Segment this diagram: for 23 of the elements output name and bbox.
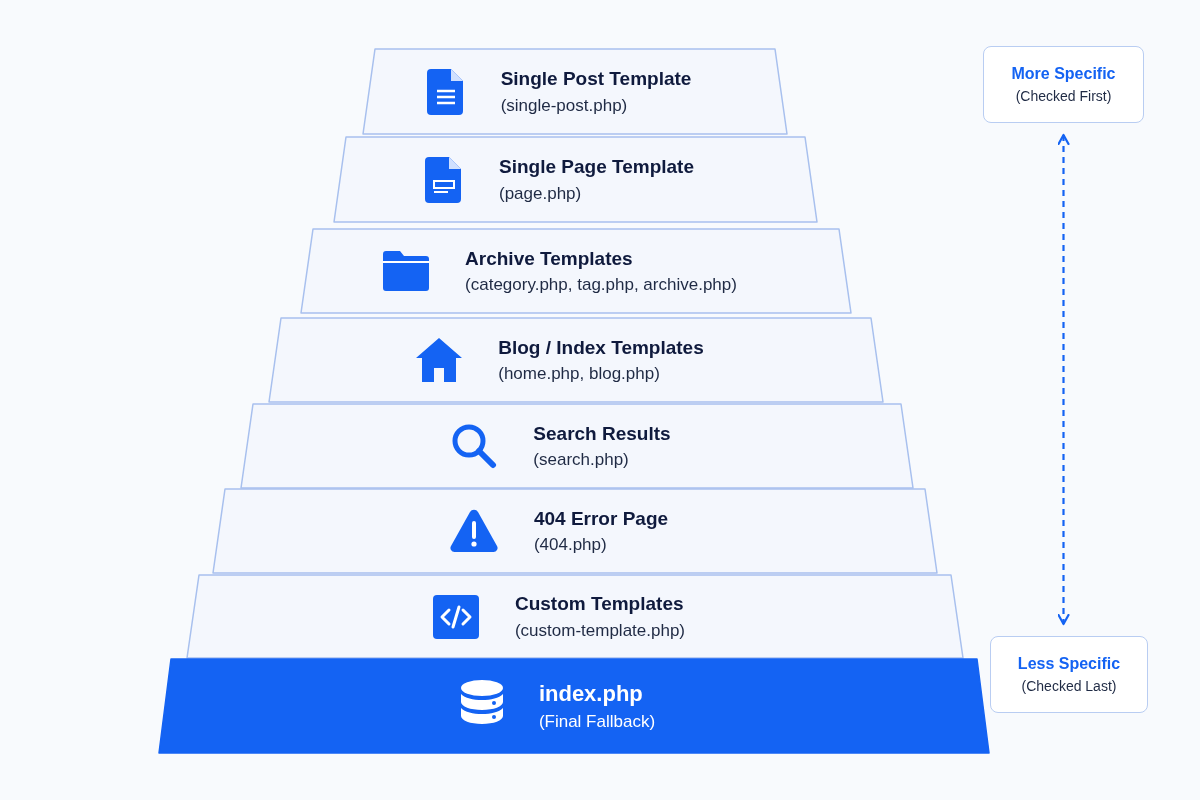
tier-title: Custom Templates: [514, 592, 685, 616]
file-name: (category.php, tag.php, archive.php): [465, 274, 737, 296]
file-name: (Final Fallback): [538, 711, 656, 733]
tier-title: Single Page Template: [499, 155, 694, 179]
file-name: (page.php): [499, 182, 583, 204]
tier-title: index.php: [538, 679, 644, 708]
tier-title: Search Results: [533, 421, 671, 446]
callout-note: (Checked First): [1015, 87, 1112, 106]
tier-title: Archive Templates: [465, 246, 634, 271]
callout-box: [983, 46, 1144, 123]
double-arrow: [1057, 133, 1070, 626]
callout-note: (Checked Last): [1021, 677, 1117, 696]
file-name: (home.php, blog.php): [498, 363, 661, 385]
tier-title: Single Post Template: [500, 67, 692, 91]
callout-title: More Specific: [1011, 63, 1116, 84]
callout-box: [990, 636, 1148, 713]
file-name: (single-post.php): [500, 94, 629, 116]
callout-title: Less Specific: [1017, 653, 1121, 674]
tier-title: 404 Error Page: [533, 506, 669, 531]
file-name: (404.php): [533, 534, 608, 556]
tier-title: Blog / Index Templates: [498, 335, 704, 360]
file-name: (search.php): [533, 449, 630, 471]
file-name: (custom-template.php): [514, 619, 686, 641]
